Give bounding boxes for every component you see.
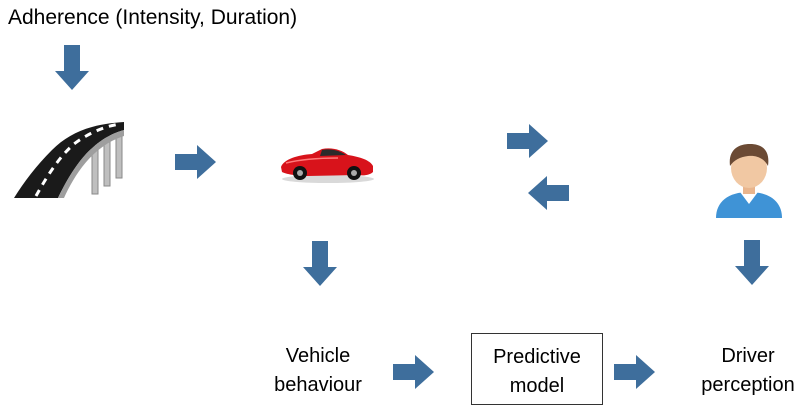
arrow-driver-to-perception [735, 240, 769, 285]
arrow-driver-to-car [528, 176, 569, 210]
node-label-line2: behaviour [274, 374, 362, 396]
arrow-car-to-driver [507, 124, 548, 158]
arrow-title-to-road [55, 45, 89, 90]
arrow-model-to-perception [614, 355, 655, 389]
node-label-line1: Driver [721, 345, 775, 367]
node-driver-perception: Driver perception [685, 342, 811, 400]
driver-icon [716, 144, 782, 218]
node-label-line2: perception [701, 374, 795, 396]
node-predictive-model: Predictive model [471, 333, 603, 405]
arrow-road-to-car [175, 145, 216, 179]
car-icon [281, 148, 374, 183]
road-icon [14, 122, 124, 198]
node-label-line2: model [509, 375, 565, 397]
node-label-line1: Predictive [493, 346, 581, 368]
node-vehicle-behaviour: Vehicle behaviour [248, 342, 388, 400]
diagram-title: Adherence (Intensity, Duration) [8, 6, 298, 29]
arrow-car-to-vehicle-behaviour [303, 241, 337, 286]
arrow-behaviour-to-model [393, 355, 434, 389]
node-label-line1: Vehicle [285, 345, 351, 367]
